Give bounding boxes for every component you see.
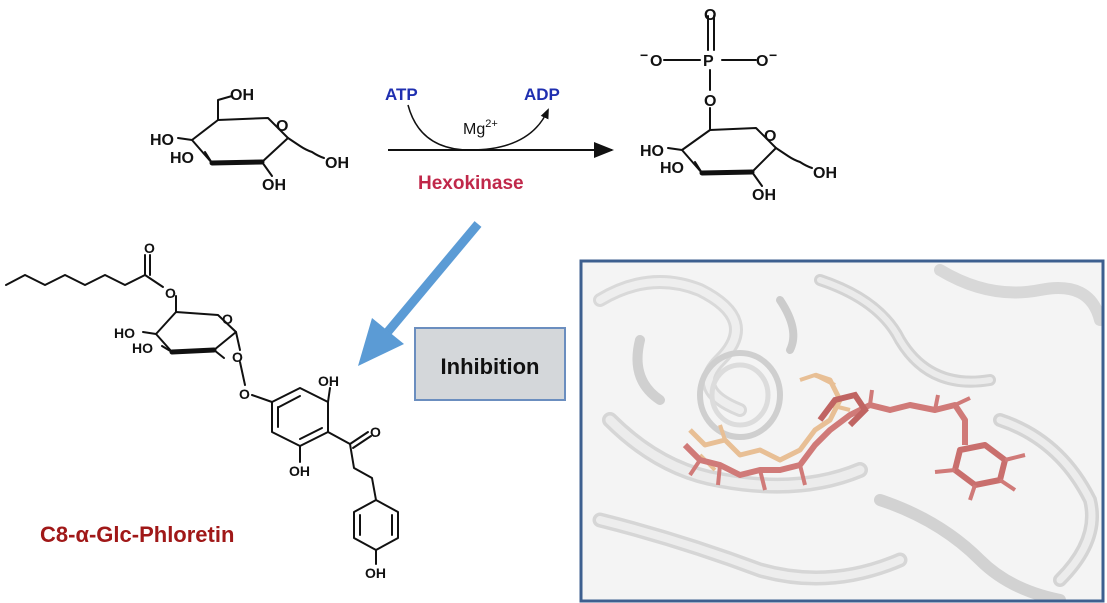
glucose-oh-anomeric: OH: [325, 155, 349, 172]
compound-name: C8-α-Glc-Phloretin: [40, 522, 234, 547]
inhibitor-anomeric-oxygen-1: O: [232, 349, 243, 365]
glucose-c6-bond: [217, 95, 233, 121]
propyl-chain: [349, 443, 377, 501]
inhibitor-c3-bond: [161, 345, 173, 353]
glucose-wavy-bond: [287, 137, 325, 159]
g6p-structure: [663, 15, 813, 187]
phosphate-o-right: O: [756, 53, 768, 70]
g6p-c2-bond: [751, 171, 763, 187]
inhibition-arrow-shaft: [382, 221, 482, 337]
octanoyl-chain: [5, 274, 146, 286]
glucose-oh-bottom: OH: [262, 177, 286, 194]
g6p-oh-anomeric: OH: [813, 165, 837, 182]
inhibitor-ho-left: HO: [114, 325, 135, 341]
inhibitor-c4-bond: [142, 331, 157, 335]
glucose-c4-bond: [177, 137, 193, 141]
phloretin-ring-a-double: [277, 395, 323, 440]
para-oh: OH: [365, 565, 386, 581]
glucose-structure: [177, 95, 325, 177]
ester-oxygen: O: [165, 285, 176, 301]
adp-label: ADP: [524, 85, 560, 104]
glucose-ring-oxygen: O: [276, 118, 288, 135]
g6p-ring: [681, 127, 777, 174]
phosphate-o-bridge: O: [704, 93, 716, 110]
glucose-c3-bond: [204, 151, 213, 164]
hexokinase-label: Hexokinase: [418, 173, 524, 194]
ester-carbonyl-oxygen: O: [144, 240, 155, 256]
glucose-ring: [191, 117, 289, 164]
g6p-ring-oxygen: O: [764, 128, 776, 145]
inhibitor-structure: [5, 254, 399, 565]
magnesium-label: Mg2+: [463, 118, 498, 138]
phosphate-p: P: [703, 53, 714, 70]
glucose-c2-bond: [261, 161, 273, 177]
phenol-oh-top: OH: [318, 373, 339, 389]
inhibitor-c1-bond-b: [239, 361, 246, 386]
g6p-oh-bottom: OH: [752, 187, 776, 204]
inhibition-arrow-head: [358, 318, 404, 366]
inhibitor-anomeric-oxygen-2: O: [239, 386, 250, 402]
g6p-c4-bond: [667, 147, 683, 151]
protein-ribbons: [592, 264, 1103, 601]
g6p-c3-bond: [694, 161, 703, 174]
inhibitor-glucose-bold-bond: [169, 347, 217, 355]
phosphate-minus-right: −: [769, 47, 777, 63]
ester-bond: [144, 274, 164, 288]
inhibition-label: Inhibition: [441, 354, 540, 379]
glucose-bold-bond: [209, 159, 265, 166]
g6p-ho-lower: HO: [660, 160, 684, 177]
inhibitor-c1-bond-a: [235, 331, 241, 351]
cofactor-curved-arrow: [407, 104, 549, 151]
phosphate-o-top: O: [704, 7, 716, 24]
g6p-ho-left: HO: [640, 143, 664, 160]
phosphate-minus-left: −: [640, 47, 648, 63]
ring-a-ketone-bond: [327, 431, 351, 445]
glucose-ho-left: HO: [150, 132, 174, 149]
inhibitor-ho-lower: HO: [132, 340, 153, 356]
inhibition-box: [414, 327, 566, 401]
inhibitor-c2-bond: [213, 349, 225, 359]
ketone-oxygen: O: [370, 424, 381, 440]
glycosidic-bond: [251, 394, 273, 403]
phosphate-o-left: O: [650, 53, 662, 70]
docking-panel-border: [579, 259, 1105, 603]
ketone-co-bond-b: [352, 435, 372, 449]
atp-label: ATP: [385, 85, 418, 104]
g6p-wavy-bond: [775, 147, 813, 169]
ketone-co-bond-a: [349, 431, 369, 445]
glucose-ho-lower: HO: [170, 150, 194, 167]
docking-panel: [579, 259, 1105, 603]
inhibitor-ring-oxygen: O: [222, 311, 233, 327]
g6p-bold-bond: [699, 169, 755, 176]
phloretin-ring-b-double: [359, 514, 393, 536]
glucose-oh-top: OH: [230, 87, 254, 104]
ring-a-oh-top-bond: [327, 387, 331, 403]
phenol-oh-bottom: OH: [289, 463, 310, 479]
